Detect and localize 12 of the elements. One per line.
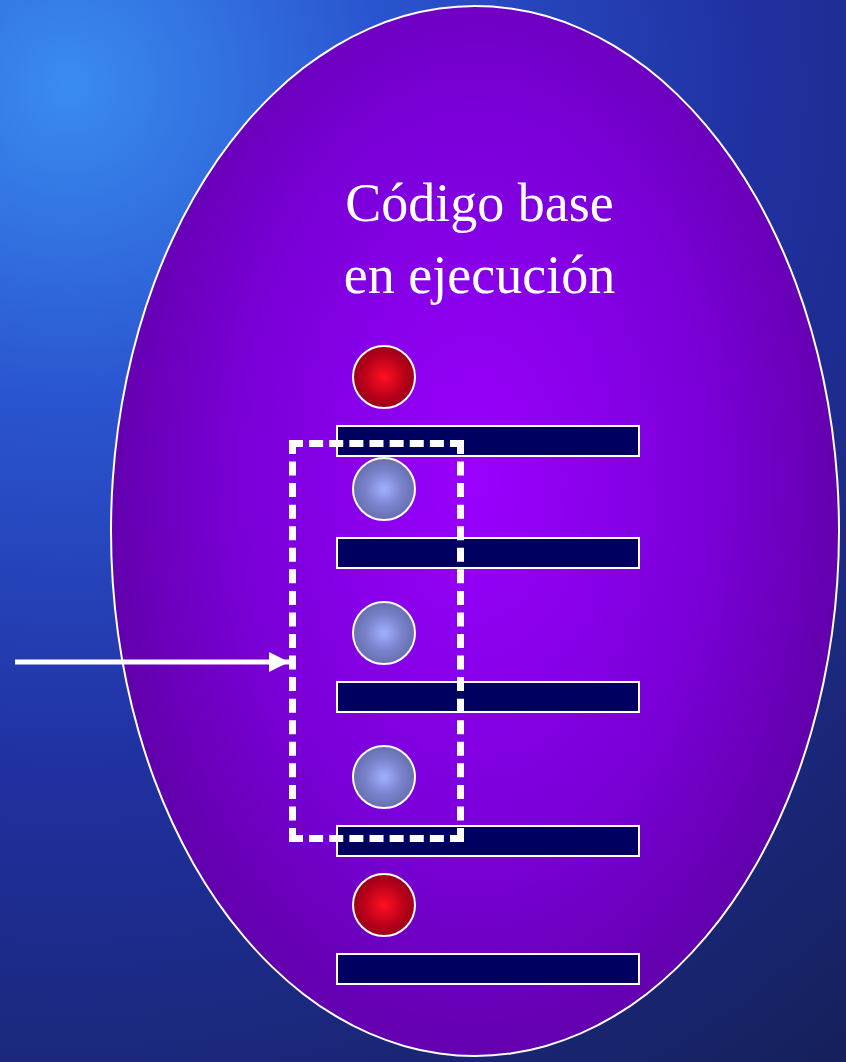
ball-marker	[352, 457, 416, 521]
bar	[336, 825, 640, 857]
ball-marker	[352, 345, 416, 409]
ball-marker	[352, 601, 416, 665]
bar	[336, 681, 640, 713]
ball-marker	[352, 873, 416, 937]
arrow	[15, 652, 289, 672]
ball-marker	[352, 745, 416, 809]
bar	[336, 953, 640, 985]
bar	[336, 425, 640, 457]
title-text: Código base en ejecución	[342, 172, 617, 307]
bar	[336, 537, 640, 569]
